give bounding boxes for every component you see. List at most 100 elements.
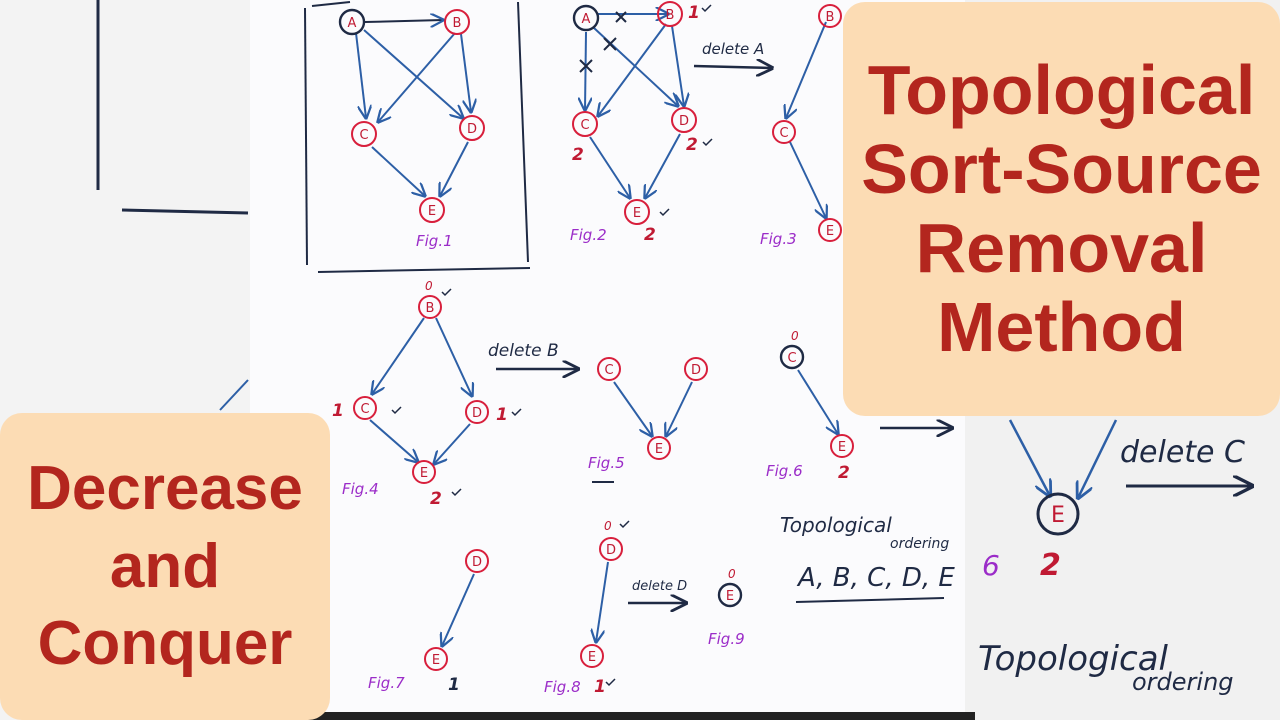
fig8-node-e: E [580,644,604,668]
fig2-edges [585,14,684,198]
fig1-node-d: D [459,115,485,141]
fig1-node-b: B [444,9,470,35]
figure-labels: Fig.1 Fig.2 Fig.3 Fig.4 Fig.5 Fig.6 Fig.… [342,226,803,696]
fig4-count-b: 0 [425,279,433,293]
fig8-label: Fig.8 [544,678,581,696]
bottom-edge-bar [250,712,975,720]
ordering-heading-1: Topological [780,513,892,537]
delete-a-arrow [693,66,772,68]
right-panel-edges [1008,419,1118,498]
fig4-node-e-label: E [420,466,428,481]
fig3-node-c: C [772,120,796,144]
fig7-count-e: 1 [448,675,460,695]
fig4-label: Fig.4 [342,480,379,498]
fig3-node-e: E [818,218,842,242]
dc-line-1: Decrease [27,454,303,524]
dc-line-3: Conquer [37,609,293,679]
fig3-edges [786,21,826,218]
fig8-node-e-label: E [588,650,596,665]
decrease-conquer-overlay: Decrease and Conquer [0,413,330,720]
fig8-count-d: 0 [604,519,612,533]
fig3-node-c-label: C [779,126,788,141]
fig1-node-c-label: C [359,128,368,143]
fig8-count-e: 1 [594,677,606,697]
fig7-node-d: D [465,549,489,573]
fig5-node-d-label: D [691,363,701,378]
delete-d-label: delete D [632,579,687,594]
fig2-node-a-label: A [582,12,591,27]
fig1-node-c: C [351,121,377,147]
fig6-node-e-label: E [838,440,846,455]
fig4-count-c: 1 [332,401,344,421]
fig7-node-d-label: D [472,555,482,570]
right-count-e: 2 [1040,548,1061,583]
right-fig-fragment: 6 [982,549,1000,582]
fig5-node-c-label: C [604,363,613,378]
fig2-node-e-label: E [633,206,641,221]
fig2-count-e: 2 [644,225,656,245]
graph-nodes: A B C D E A B C D E B C E B C D E C D E … [338,1,1080,671]
fig2-node-c-label: C [580,118,589,133]
fig2-node-a: A [572,4,600,32]
fig1-node-e: E [419,197,445,223]
left-panel-sketch [96,0,249,411]
fig4-node-b: B [418,295,442,319]
fig6-node-e: E [830,434,854,458]
fig2-count-d: 2 [686,135,698,155]
fig2-node-b-label: B [666,8,675,23]
right-ordering-heading-2: ordering [1132,668,1234,696]
fig5-node-e: E [647,436,671,460]
fig5-label: Fig.5 [588,454,625,472]
fig4-node-b-label: B [426,301,435,316]
fig6-count-e: 2 [838,463,850,483]
fig2-label: Fig.2 [570,226,607,244]
ordering-underline [795,597,945,603]
fig8-node-d: D [599,537,623,561]
fig8-node-d-label: D [606,543,616,558]
fig4-edges [369,317,472,464]
right-node-e-label: E [1051,503,1065,528]
fig3-label: Fig.3 [760,230,797,248]
in-degree-counts: 1 2 2 2 0 1 1 2 0 2 1 0 1 0 [332,3,850,697]
fig8-edge [596,561,609,642]
fig2-node-d: D [671,107,697,133]
fig3-node-b-label: B [826,10,835,25]
fig1-frame [304,1,531,273]
fig4-count-e: 2 [430,489,442,509]
delete-b-label: delete B [488,341,559,361]
fig6-node-c: C [779,344,805,370]
fig1-node-d-label: D [467,122,477,137]
right-panel-text: delete C 2 6 Topological ordering [978,435,1245,696]
fig3-node-b: B [818,4,842,28]
fig6-label: Fig.6 [766,462,803,480]
action-labels: delete A delete B delete D [488,40,764,594]
fig2-node-e: E [624,199,650,225]
fig3-node-e-label: E [826,224,834,239]
fig4-node-d-label: D [472,406,482,421]
fig9-node-e: E [717,582,743,608]
ordering-sequence: A, B, C, D, E [796,563,955,593]
fig1-label: Fig.1 [416,232,453,250]
fig2-node-c: C [572,111,598,137]
title-line-1: Topological [867,50,1256,129]
fig4-node-c: C [353,396,377,420]
fig5-edges [613,381,693,436]
fig2-node-d-label: D [679,114,689,129]
fig1-node-b-label: B [453,16,462,31]
right-ordering-heading-1: Topological [978,639,1169,679]
fig2-node-b: B [657,1,683,27]
delete-a-label: delete A [702,40,764,58]
fig5-node-e-label: E [655,442,663,457]
fig1-node-a: A [338,8,366,36]
dc-line-2: and [109,531,221,601]
fig1-node-e-label: E [428,204,436,219]
fig7-edge [442,573,475,646]
fig2-count-b: 1 [688,3,700,23]
fig4-node-c-label: C [360,402,369,417]
fig4-node-e: E [412,460,436,484]
title-overlay: Topological Sort-Source Removal Method [843,2,1280,416]
right-node-e: E [1036,492,1080,536]
title-line-4: Method [937,288,1186,367]
